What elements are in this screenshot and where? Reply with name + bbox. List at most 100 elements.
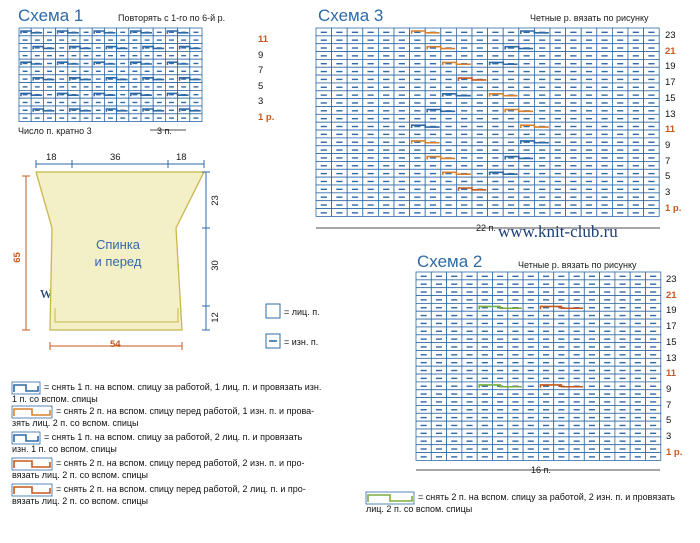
scheme1-title: Схема 1 — [18, 6, 84, 25]
cable-legend-mark — [13, 460, 51, 468]
scheme1-cable — [142, 77, 165, 81]
scheme3-cable — [442, 93, 471, 97]
scheme1-cable — [93, 61, 116, 65]
scheme1-cable — [130, 61, 152, 65]
scheme1-row-number: 11 — [258, 34, 269, 45]
dim-top-middle: 36 — [110, 152, 121, 163]
dim-top-left: 18 — [46, 152, 57, 163]
scheme1-cable — [105, 77, 128, 81]
dim-bottom: 54 — [110, 339, 121, 350]
scheme3-cable — [520, 140, 549, 144]
cable-legend-text-continued: вязать лиц. 2 п. со вспом. спицы — [12, 496, 148, 506]
scheme1-cable — [166, 61, 189, 65]
scheme1-cable — [32, 45, 55, 50]
cable-legend-text: = снять 2 п. на вспом. спицу перед работ… — [56, 484, 306, 494]
scheme2-row-number: 19 — [666, 305, 677, 317]
cable-legend-text-continued: изн. 1 п. со вспом. спицы — [12, 444, 117, 454]
scheme1-cable — [56, 30, 79, 34]
scheme3-row-number: 21 — [665, 45, 676, 57]
scheme1-repeat-width: 3 п. — [157, 126, 172, 136]
pattern-label-line2: и перед — [94, 254, 142, 269]
scheme3-cable — [442, 171, 471, 176]
cable-legend-mark — [13, 486, 51, 494]
scheme3-cable — [488, 93, 518, 97]
scheme3-row-number: 1 р. — [665, 202, 682, 214]
scheme2-row-number: 3 — [666, 431, 672, 442]
scheme1-cable — [166, 92, 189, 97]
scheme3-row-number: 9 — [665, 139, 671, 151]
scheme3-cable — [520, 30, 549, 34]
cable-legend-text-continued: вязать лиц. 2 п. со вспом. спицы — [12, 470, 148, 480]
scheme3-row-number: 17 — [665, 77, 676, 89]
scheme1-cable — [178, 45, 201, 50]
scheme3-cable — [410, 124, 440, 129]
scheme3-cable — [426, 108, 456, 113]
scheme1-cable — [32, 108, 55, 112]
scheme1-cable — [142, 108, 165, 112]
scheme2-note: Четные р. вязать по рисунку — [518, 260, 637, 270]
scheme1-cable — [166, 30, 189, 34]
scheme1-cable — [20, 92, 43, 97]
scheme3-cable — [488, 61, 518, 66]
scheme2-row-number: 9 — [666, 383, 672, 395]
scheme1-note: Повторять с 1-го по 6-й р. — [118, 13, 226, 23]
scheme3-width: 22 п. — [476, 223, 496, 233]
scheme2-cable — [539, 305, 584, 310]
scheme3-cable — [410, 30, 440, 34]
knit-symbol-label: = лиц. п. — [284, 307, 320, 317]
scheme1-cable — [69, 45, 91, 50]
cable-legend-text-continued: лиц. 2 п. со вспом. спицы — [366, 504, 473, 514]
scheme1-cable — [105, 108, 128, 112]
scheme3-row-number: 23 — [665, 30, 676, 41]
scheme2-row-number: 15 — [666, 336, 677, 348]
scheme2-cable — [539, 384, 584, 388]
scheme1-cable — [178, 77, 201, 81]
scheme1-row-number: 3 — [258, 96, 264, 108]
scheme1-cable — [93, 92, 116, 97]
scheme3-row-number: 19 — [665, 61, 676, 73]
pattern-label-line1: Спинка — [95, 237, 141, 252]
scheme3-row-number: 11 — [665, 124, 676, 136]
scheme3-note: Четные р. вязать по рисунку — [530, 13, 649, 23]
purl-symbol-label: = изн. п. — [284, 337, 319, 347]
scheme3-cable — [426, 155, 456, 160]
scheme2-cable — [478, 305, 522, 310]
scheme2-row-number: 23 — [666, 274, 677, 285]
scheme2-row-number: 17 — [666, 321, 677, 333]
scheme3-row-number: 7 — [665, 155, 671, 167]
scheme1-cable — [20, 30, 43, 34]
cable-legend-text: = снять 2 п. на вспом. спицу перед работ… — [56, 458, 305, 468]
cable-legend-mark — [13, 408, 51, 416]
scheme3-cable — [504, 155, 534, 160]
scheme1-repeat-note: Число п. кратно 3 — [18, 126, 92, 136]
scheme3-cable — [488, 171, 518, 176]
scheme3-row-number: 3 — [665, 187, 671, 198]
scheme1-cable — [105, 45, 128, 50]
scheme3-title: Схема 3 — [318, 6, 384, 25]
scheme1-cable — [20, 61, 43, 65]
scheme1-cable — [93, 30, 116, 34]
scheme1-cable — [142, 45, 165, 50]
cable-legend-text-continued: 1 п. со вспом. спицы — [12, 394, 98, 404]
dim-top-right: 18 — [176, 152, 187, 163]
scheme1-cable — [130, 92, 152, 97]
scheme3-cable — [504, 108, 534, 113]
knit-symbol — [265, 303, 281, 319]
scheme1-cable — [32, 77, 55, 81]
scheme2-row-number: 1 р. — [666, 446, 683, 458]
scheme3-cable — [457, 187, 487, 191]
scheme1-cable — [130, 30, 152, 34]
scheme1-cable — [56, 61, 79, 65]
scheme3-cable — [520, 124, 549, 129]
scheme1-row-number: 9 — [258, 49, 264, 61]
watermark-top: www.knit-club.ru — [498, 222, 618, 241]
cable-legend-text: = снять 1 п. на вспом. спицу за работой,… — [44, 432, 303, 442]
scheme3-cable — [426, 45, 456, 50]
scheme3-cells — [315, 27, 660, 217]
scheme1-cable — [178, 108, 201, 112]
cable-legend-text: = снять 1 п. на вспом. спицу за работой,… — [44, 382, 322, 392]
pattern-label: Спинка и перед — [78, 236, 158, 270]
